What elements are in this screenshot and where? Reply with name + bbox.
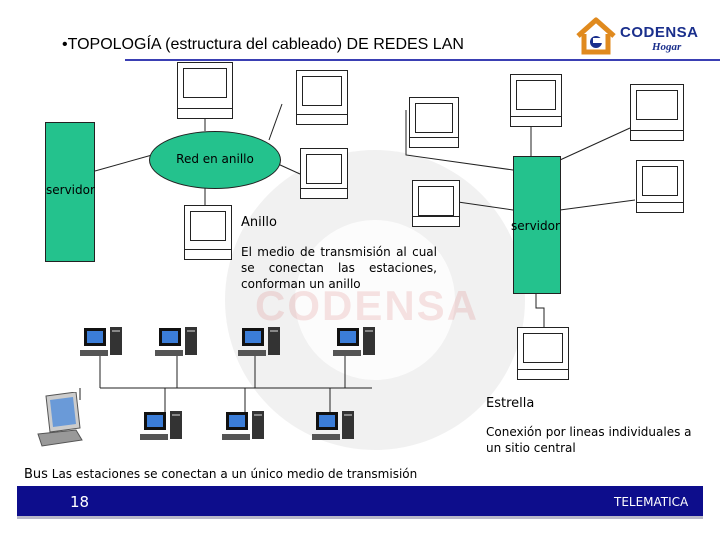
star-title: Estrella [486,396,535,411]
ring-station-right [300,148,348,199]
page-number: 18 [70,493,90,511]
watermark-text: CODENSA [255,282,480,329]
bus-pc-icon [312,411,354,440]
star-station-left [409,97,459,148]
bus-pc-icon [238,327,280,356]
footer-bar [17,486,703,519]
star-description: Conexión por lineas individuales a un si… [486,425,692,455]
ring-title: Anillo [241,215,277,230]
page-title: •TOPOLOGÍA (estructura del cableado) DE … [62,36,464,53]
bus-title: Bus [24,467,48,482]
logo-brand: CODENSA [620,24,699,41]
bus-laptop-icon [37,392,83,447]
bus-pc-icon [140,411,182,440]
ring-network-label: Red en anillo [176,152,254,166]
bus-pc-icon [333,327,375,356]
ring-server [45,122,95,262]
star-server [513,156,561,294]
bus-pc-icon [155,327,197,356]
codensa-logo-icon [576,17,616,55]
star-server-label: servidor [511,219,560,233]
bus-pc-icon [80,327,122,356]
footer-label: TELEMATICA [614,495,689,509]
star-station-right [636,160,684,213]
bus-description: Las estaciones se conectan a un único me… [51,467,418,481]
star-station-top-right [630,84,684,141]
ring-station-top-right [296,70,348,125]
ring-server-label: servidor [46,183,95,197]
ring-description: El medio de transmisión al cual se conec… [241,245,437,291]
ring-station-top [177,62,233,119]
logo-sub: Hogar [652,41,682,53]
ring-station-bottom [184,205,232,260]
star-station-mid-left [412,180,460,227]
bus-caption: Bus Las estaciones se conectan a un únic… [24,467,417,482]
bus-pc-icon [222,411,264,440]
ring-network-node [149,131,281,189]
star-station-top [510,74,562,127]
star-station-bottom [517,327,569,380]
title-rule [125,59,720,61]
